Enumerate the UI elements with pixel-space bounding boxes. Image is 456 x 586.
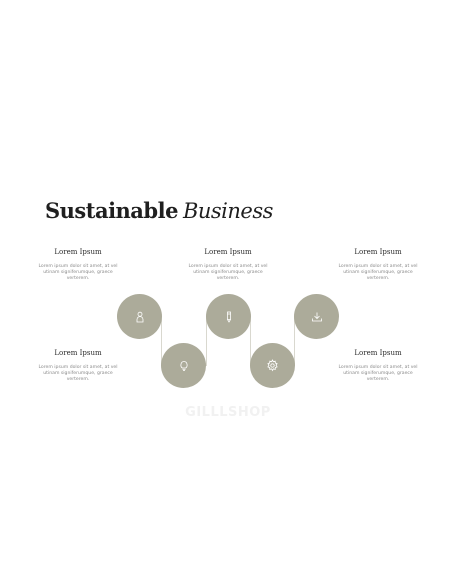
step-circle-pencil: [206, 294, 251, 339]
connector-line: [250, 316, 251, 366]
block-heading: Lorem Ipsum: [354, 349, 402, 357]
block-heading: Lorem Ipsum: [54, 248, 102, 256]
person-icon: [136, 311, 143, 322]
text-block-bottom-left: Lorem Ipsum Lorem ipsum dolor sit amet, …: [38, 349, 118, 383]
download-icon: [311, 312, 322, 321]
block-heading: Lorem Ipsum: [354, 248, 402, 256]
connector-line: [161, 316, 162, 366]
connector-line: [294, 316, 295, 366]
step-circle-lightbulb: [161, 343, 206, 388]
lightbulb-icon: [180, 360, 187, 371]
connector-line: [206, 316, 207, 366]
block-body: Lorem ipsum dolor sit amet, at vel utina…: [188, 264, 268, 281]
block-body: Lorem ipsum dolor sit amet, at vel utina…: [38, 365, 118, 382]
block-body: Lorem ipsum dolor sit amet, at vel utina…: [338, 365, 418, 382]
pencil-icon: [226, 311, 231, 323]
title-italic: Business: [182, 199, 273, 223]
block-body: Lorem ipsum dolor sit amet, at vel utina…: [338, 264, 418, 281]
step-circle-person: [117, 294, 162, 339]
block-heading: Lorem Ipsum: [54, 349, 102, 357]
gear-icon: [267, 359, 278, 372]
watermark: GILLLSHOP: [185, 405, 271, 420]
text-block-top-right: Lorem Ipsum Lorem ipsum dolor sit amet, …: [338, 248, 418, 282]
block-body: Lorem ipsum dolor sit amet, at vel utina…: [38, 264, 118, 281]
step-circle-download: [294, 294, 339, 339]
step-circle-gear: [250, 343, 295, 388]
text-block-bottom-right: Lorem Ipsum Lorem ipsum dolor sit amet, …: [338, 349, 418, 383]
text-block-top-left: Lorem Ipsum Lorem ipsum dolor sit amet, …: [38, 248, 118, 282]
text-block-top-center: Lorem Ipsum Lorem ipsum dolor sit amet, …: [188, 248, 268, 282]
block-heading: Lorem Ipsum: [204, 248, 252, 256]
title-bold: Sustainable: [45, 198, 178, 223]
